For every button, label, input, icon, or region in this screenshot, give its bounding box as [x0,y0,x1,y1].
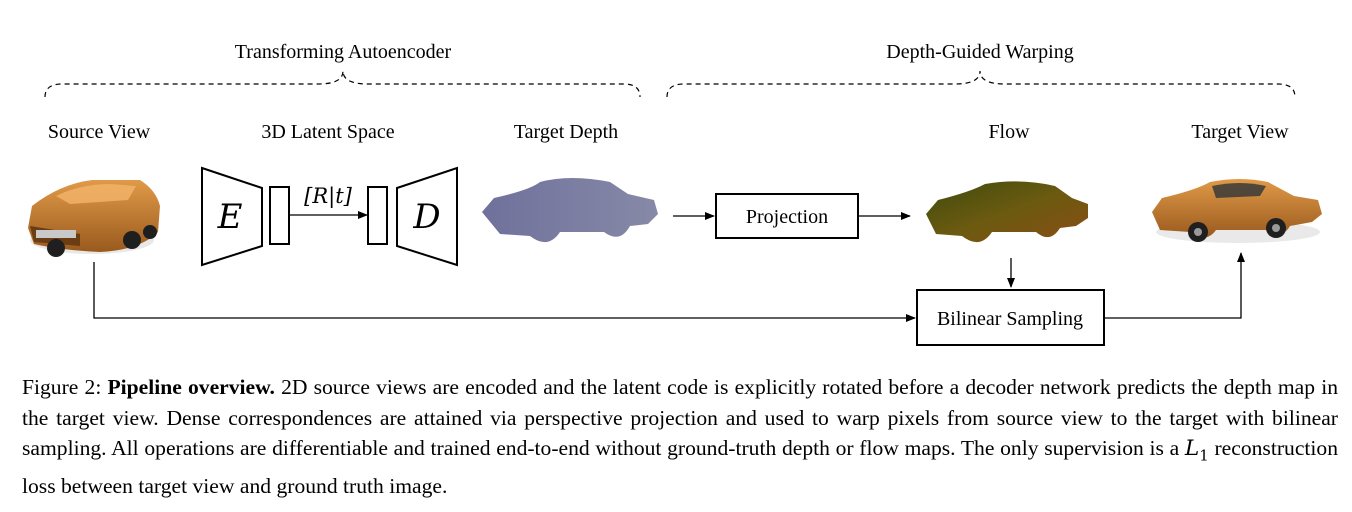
projection-box-label: Projection [746,206,828,228]
target-depth-map-image [482,178,658,243]
decoder-latent-box [367,186,388,245]
encoder-trapezoid [201,166,263,267]
loss-letter: L [1184,436,1200,461]
caption-prefix: Figure 2: [22,375,102,399]
projection-box: Projection [715,193,859,239]
encoder-latent-box [269,186,290,245]
source-view-car-image [28,180,160,257]
source-to-sampling-arrow [93,262,916,322]
flow-map-image [926,181,1088,243]
caption-title: Pipeline overview. [107,375,275,399]
loss-subscript: 1 [1199,446,1209,465]
decoder-symbol: D [412,197,440,237]
brace-right [666,70,1296,98]
brace-left-label: Transforming Autoencoder [235,41,452,63]
pipeline-diagram: Transforming Autoencoder Depth-Guided Wa… [28,41,1322,346]
target-view-car-image [1152,179,1322,243]
loss-symbol: L1 [1184,436,1209,465]
flow-label: Flow [988,121,1030,143]
latent-space-label: 3D Latent Space [261,121,394,143]
decoder-trapezoid [396,166,458,267]
target-depth-label: Target Depth [514,121,618,143]
encoder-symbol: E [217,197,243,237]
caption-body-part1: 2D source views are encoded and the late… [22,375,1338,460]
transform-label: [R|t] [304,184,353,209]
caption-body-part2: reconstruction loss between target view … [22,436,1338,498]
source-view-label: Source View [48,121,151,143]
brace-left [44,70,641,98]
brace-right-label: Depth-Guided Warping [886,41,1073,63]
figure-caption: Figure 2: Pipeline overview. 2D source v… [22,372,1338,501]
bilinear-sampling-label: Bilinear Sampling [937,308,1083,330]
target-view-label: Target View [1191,121,1289,143]
sampling-to-target-arrow [1104,252,1245,319]
bilinear-sampling-box: Bilinear Sampling [916,289,1105,346]
